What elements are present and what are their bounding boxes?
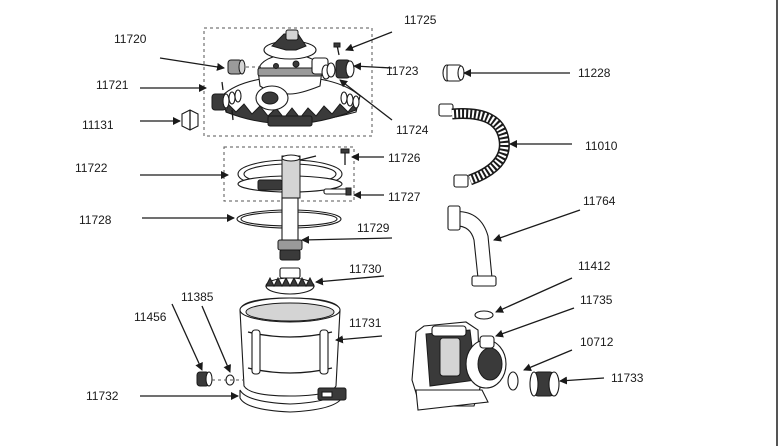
part-11412-seal — [474, 310, 494, 320]
label-11456: 11456 — [134, 310, 167, 324]
right-edge-border — [776, 0, 778, 446]
part-11729-standpipe — [277, 197, 303, 261]
part-11721-fitting — [211, 81, 242, 121]
leader-11730 — [315, 275, 385, 286]
leader-11456 — [171, 303, 203, 371]
leader-11385 — [201, 305, 231, 373]
part-11731-tank — [239, 297, 347, 413]
label-11010: 11010 — [585, 139, 618, 153]
part-10712-oring — [507, 371, 519, 391]
leader-11733 — [559, 376, 605, 385]
part-11733-union — [529, 371, 560, 397]
label-11722: 11722 — [75, 161, 108, 175]
label-11725: 11725 — [404, 13, 437, 27]
leader-11729 — [301, 235, 393, 244]
part-11456-drain-cap — [196, 371, 213, 387]
label-11727: 11727 — [388, 190, 421, 204]
label-11729: 11729 — [357, 221, 390, 235]
part-11010-hose — [438, 103, 510, 188]
leader-11724 — [339, 79, 393, 121]
leader-11720 — [159, 57, 225, 71]
label-11723: 11723 — [386, 64, 419, 78]
label-11733: 11733 — [611, 371, 644, 385]
part-11726-bolt — [340, 148, 350, 165]
leader-10712 — [523, 349, 573, 371]
label-11764: 11764 — [583, 194, 616, 208]
leader-11735 — [495, 307, 575, 338]
leader-11412 — [495, 277, 573, 313]
label-11732: 11732 — [86, 389, 119, 403]
label-11731: 11731 — [349, 316, 382, 330]
part-11730-laterals — [265, 267, 315, 295]
label-11724: 11724 — [396, 123, 429, 137]
label-11735: 11735 — [580, 293, 613, 307]
part-11385-oring — [212, 374, 244, 386]
label-11726: 11726 — [388, 151, 421, 165]
label-11385: 11385 — [181, 290, 214, 304]
part-11724-orings — [340, 91, 360, 109]
label-11721: 11721 — [96, 78, 129, 92]
part-11720-cap — [227, 59, 262, 75]
label-11131: 11131 — [82, 118, 114, 132]
label-11720: 11720 — [114, 32, 147, 46]
label-11412: 11412 — [578, 259, 611, 273]
label-10712: 10712 — [580, 335, 614, 349]
part-11735-pump — [411, 321, 507, 411]
leader-11723 — [353, 62, 393, 71]
leader-11764 — [493, 209, 581, 242]
part-11228-adapter — [442, 64, 465, 82]
leader-11731 — [335, 335, 383, 344]
part-11722-clamp — [237, 154, 343, 199]
part-11725-screw — [333, 42, 341, 56]
leader-11725 — [345, 31, 393, 52]
part-11764-elbow — [447, 205, 497, 287]
label-11728: 11728 — [79, 213, 112, 227]
label-11228: 11228 — [578, 66, 611, 80]
part-11727-bolt — [323, 187, 352, 196]
part-11131-nut — [181, 109, 199, 131]
valve-assembly-box — [203, 27, 373, 137]
multiport-valve — [221, 29, 361, 127]
label-11730: 11730 — [349, 262, 382, 276]
